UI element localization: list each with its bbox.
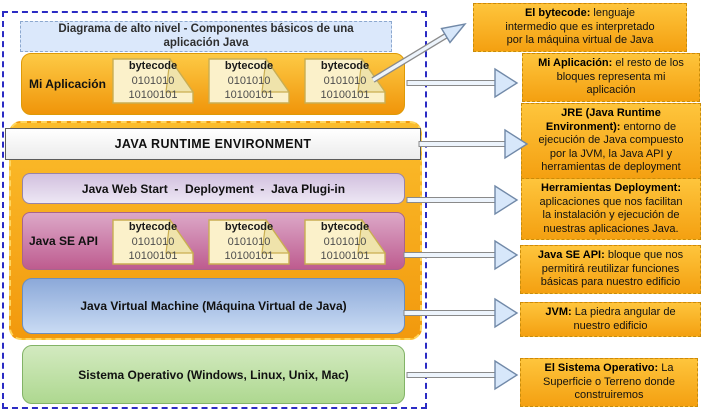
deployment-label: Java Web Start - Deployment - Java Plugi…: [81, 181, 346, 196]
java-se-api-label: Java SE API: [29, 234, 98, 248]
jvm-label: Java Virtual Machine (Máquina Virtual de…: [80, 299, 347, 313]
diagram-title: Diagrama de alto nivel - Componentes bás…: [20, 21, 392, 52]
diagram-boundary: [2, 11, 427, 409]
jre-header-text: JAVA RUNTIME ENVIRONMENT: [114, 137, 312, 151]
callout-sistema-operativo: El Sistema Operativo: La Superficie o Te…: [520, 358, 698, 407]
arrow-jre: [418, 128, 529, 160]
callout-herramientas-deployment: Herramientas Deployment: aplicaciones qu…: [521, 178, 701, 240]
sistema-operativo-label: Sistema Operativo (Windows, Linux, Unix,…: [78, 367, 349, 382]
callout-mi-aplicacion: Mi Aplicación: el resto de los bloques r…: [522, 53, 700, 102]
mi-aplicacion-label: Mi Aplicación: [29, 77, 106, 91]
diagram-title-text: Diagrama de alto nivel - Componentes bás…: [58, 23, 354, 49]
box-jvm: Java Virtual Machine (Máquina Virtual de…: [22, 278, 405, 334]
box-deployment: Java Web Start - Deployment - Java Plugi…: [22, 173, 405, 204]
box-sistema-operativo: Sistema Operativo (Windows, Linux, Unix,…: [22, 345, 405, 404]
callout-java-se-api: Java SE API: bloque que nos permitirá re…: [520, 245, 701, 294]
callout-jvm: JVM: La piedra angular de nuestro edific…: [520, 302, 701, 337]
callout-el-bytecode: El bytecode: lenguaje intermedio que es …: [473, 3, 687, 52]
callout-jre: JRE (Java Runtime Environment): entorno …: [521, 103, 701, 179]
jre-header-bar: JAVA RUNTIME ENVIRONMENT: [5, 128, 421, 160]
